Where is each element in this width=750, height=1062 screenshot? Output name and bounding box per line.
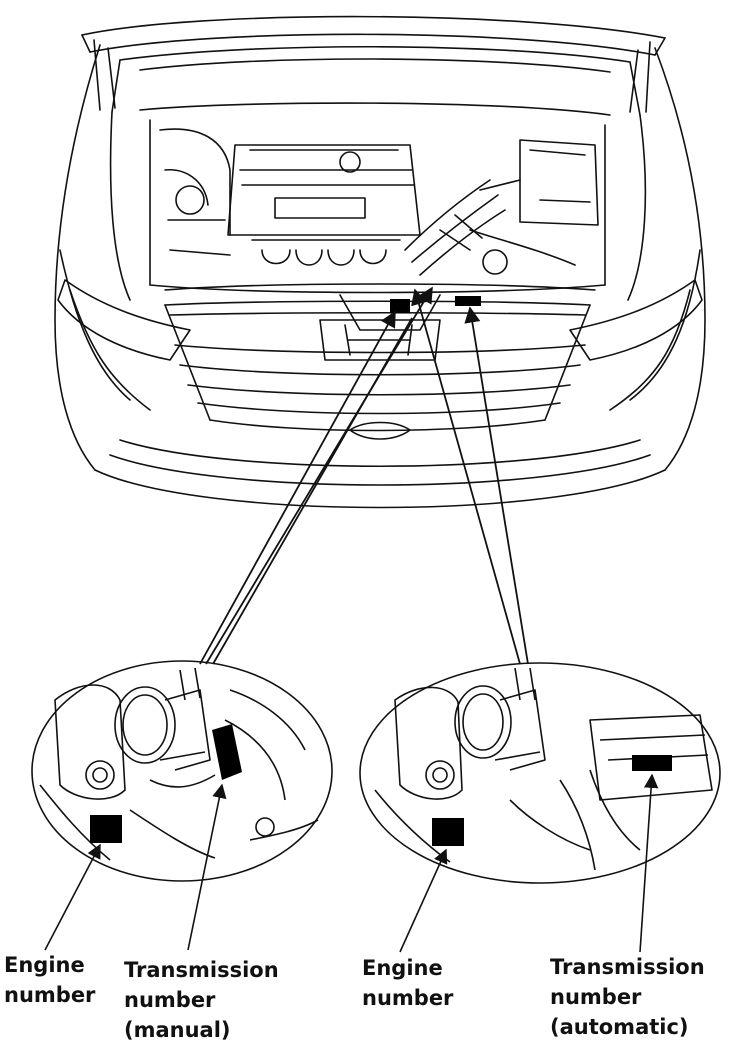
callout-line: number xyxy=(4,983,96,1007)
callout-line: Transmission xyxy=(124,958,279,982)
engine-compartment xyxy=(139,102,611,331)
leader-lines xyxy=(199,286,529,665)
transmission-location-plate xyxy=(455,296,481,306)
open-hood xyxy=(81,15,666,116)
callout-line: Engine xyxy=(362,956,443,980)
callout-transmission-manual: Transmission number (manual) xyxy=(124,955,279,1045)
manual-transmission-plate xyxy=(212,724,242,780)
car-front-view xyxy=(54,15,706,509)
plate-markers xyxy=(390,296,481,313)
automatic-transmission-detail xyxy=(359,662,721,884)
callout-line: number xyxy=(124,988,216,1012)
automatic-transmission-plate xyxy=(632,755,672,771)
car-body-outline xyxy=(54,44,706,509)
callout-engine-number-left: Engine number xyxy=(4,950,95,1010)
manual-engine-plate xyxy=(90,815,122,843)
callout-line: (automatic) xyxy=(550,1015,689,1039)
callout-engine-number-right: Engine number xyxy=(362,953,453,1013)
label-pointers xyxy=(44,773,659,953)
callout-line: Engine xyxy=(4,953,85,977)
callout-line: Transmission xyxy=(550,955,705,979)
callout-line: number xyxy=(550,985,642,1009)
engine-location-plate xyxy=(390,299,410,313)
automatic-engine-plate xyxy=(432,818,464,846)
callout-line: (manual) xyxy=(124,1018,231,1042)
headlights xyxy=(57,279,703,361)
manual-transmission-detail xyxy=(31,660,333,882)
callout-transmission-automatic: Transmission number (automatic) xyxy=(550,952,705,1042)
callout-line: number xyxy=(362,986,454,1010)
